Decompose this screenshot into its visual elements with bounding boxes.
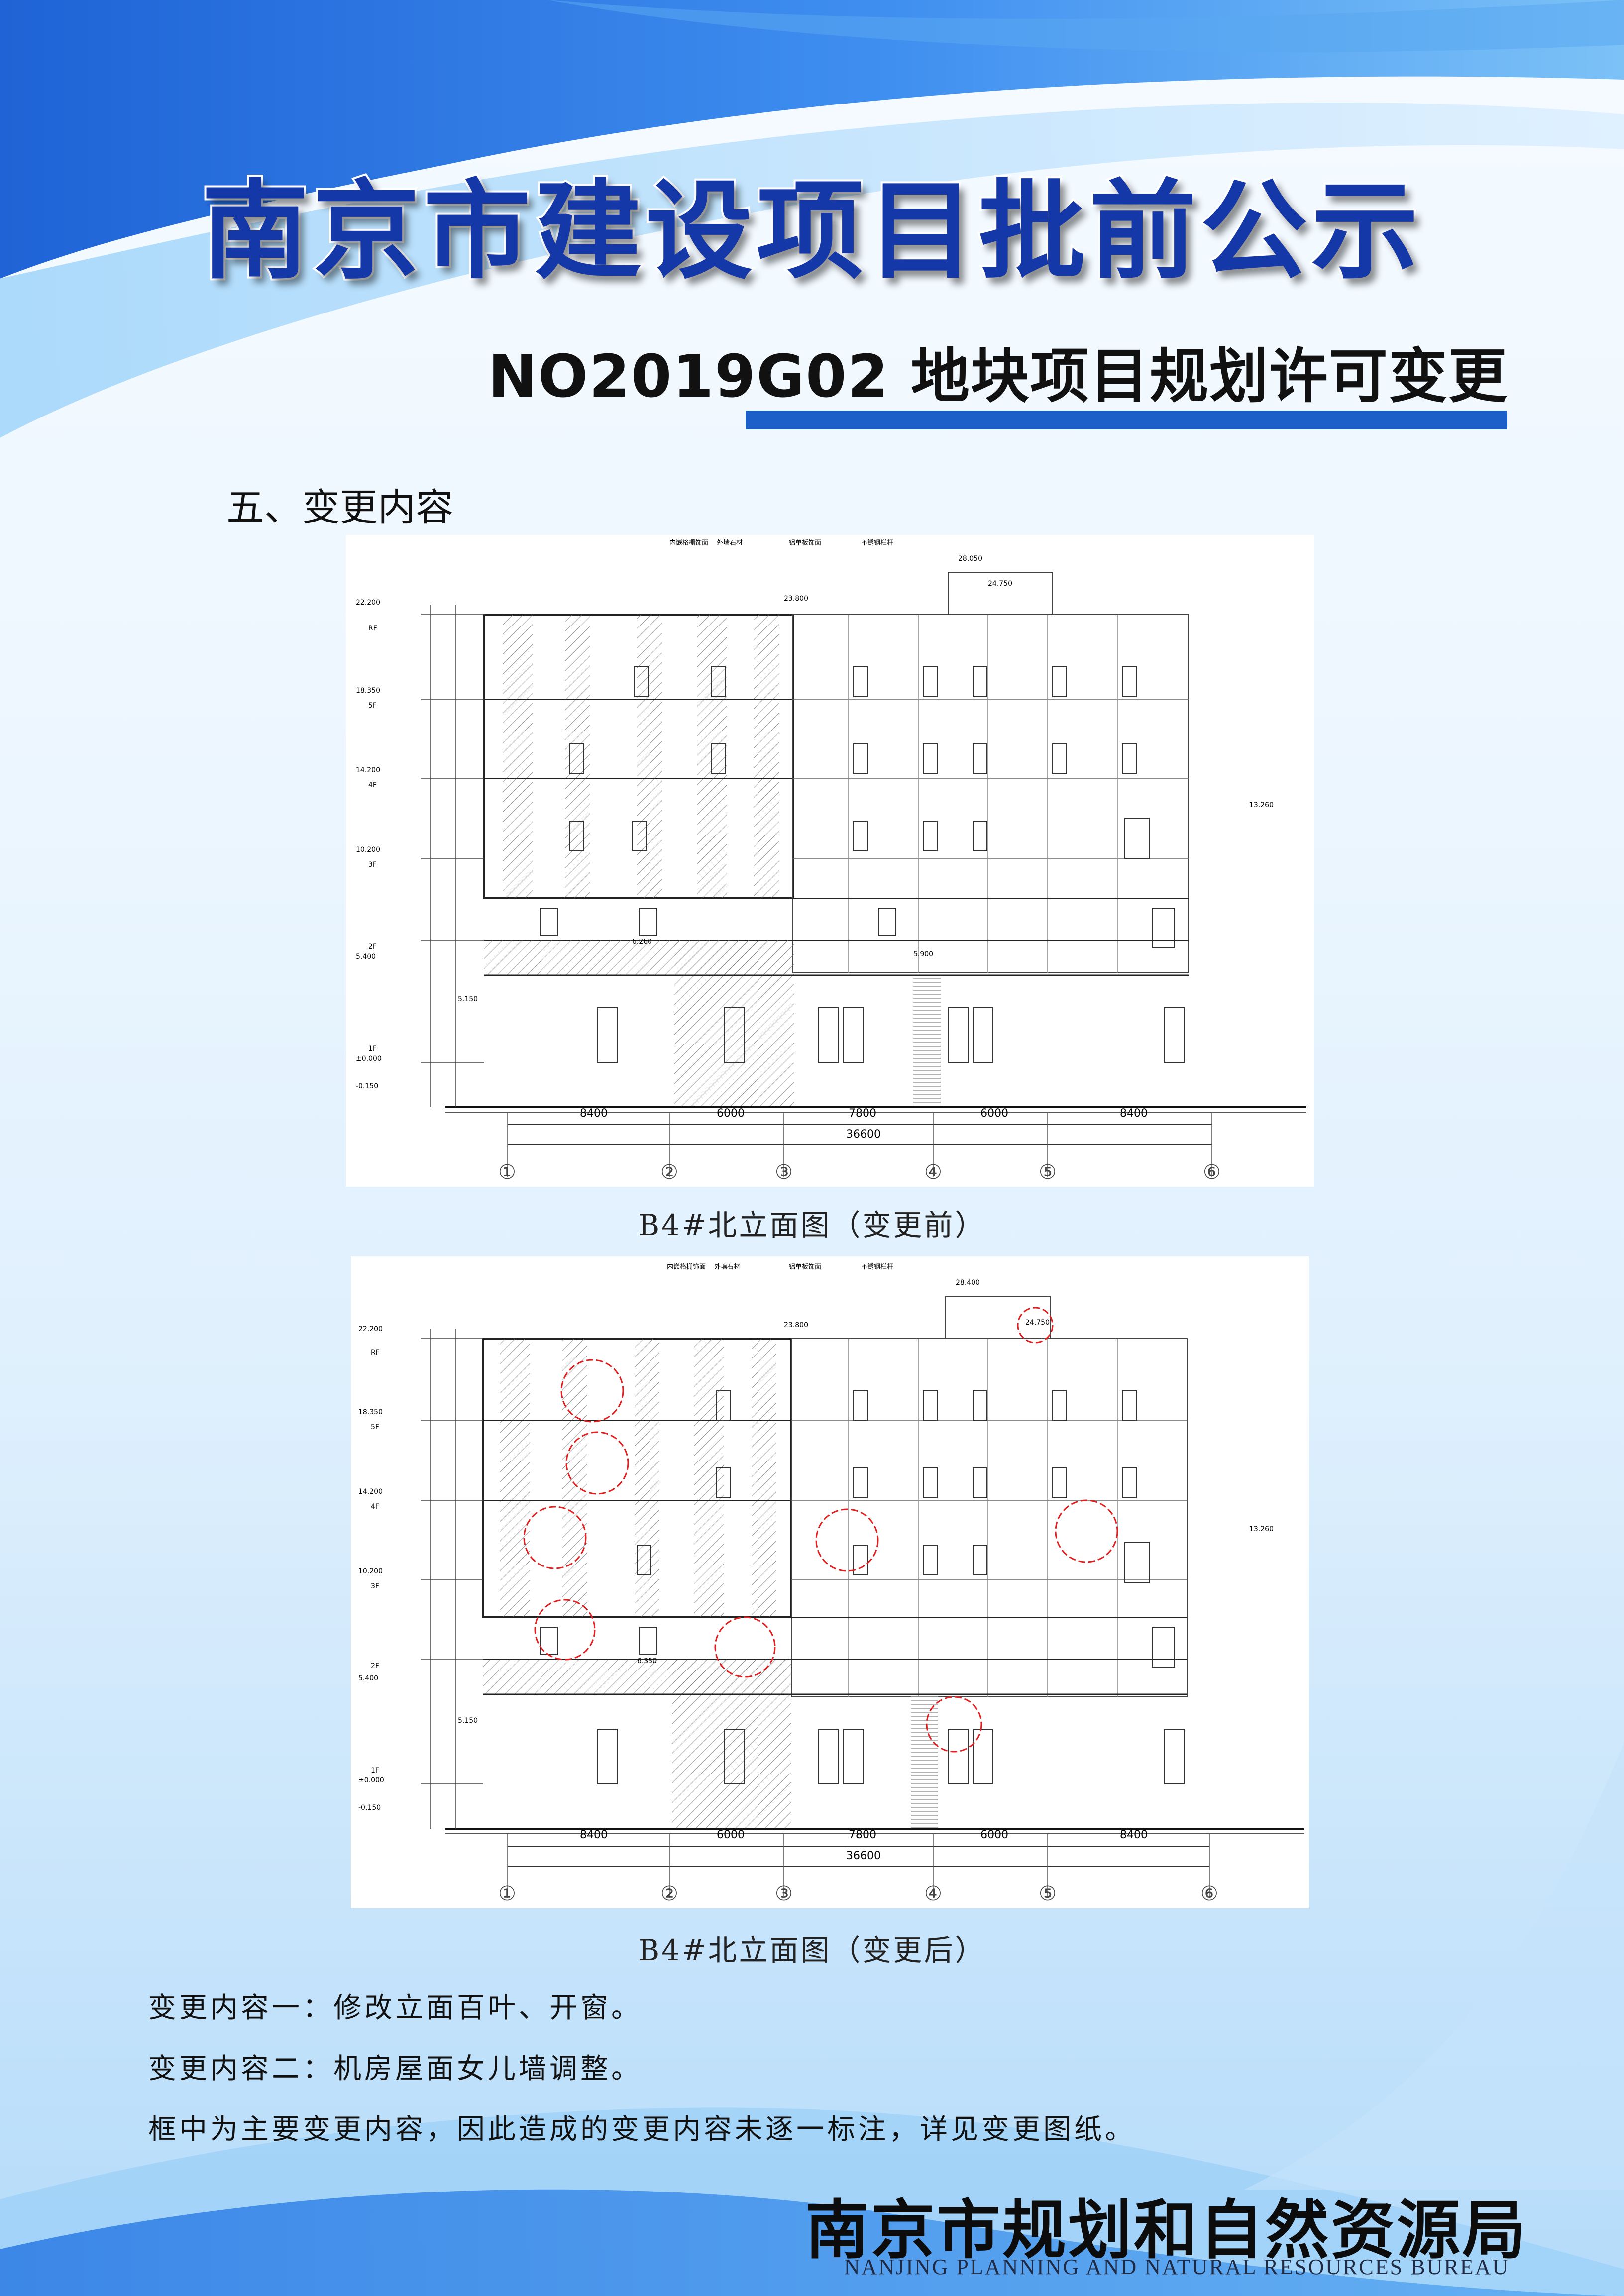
drawing-caption-before: B4#北立面图（变更前） bbox=[638, 1208, 986, 1242]
bay-width-label: 8400 bbox=[580, 1107, 608, 1120]
floor-label: 2F bbox=[368, 943, 377, 951]
elevation-label: 24.750 bbox=[1025, 1319, 1050, 1327]
elevation-label: 5.400 bbox=[358, 1674, 379, 1682]
callout-label: 不锈钢栏杆 bbox=[861, 539, 894, 547]
bay-width-label: 6000 bbox=[980, 1829, 1008, 1841]
elevation-label: 28.050 bbox=[958, 555, 982, 563]
axis-label: ① bbox=[498, 1882, 516, 1905]
callout-label: 外墙石材 bbox=[714, 1263, 741, 1271]
floor-label: RF bbox=[368, 625, 377, 632]
axis-label: ③ bbox=[775, 1161, 793, 1184]
change-note-1: 变更内容一：修改立面百叶、开窗。 bbox=[148, 1992, 642, 2024]
callout-label: 不锈钢栏杆 bbox=[861, 1263, 894, 1271]
elevation-label: 13.260 bbox=[1249, 1525, 1274, 1533]
floor-label: 3F bbox=[371, 1582, 379, 1590]
footer-org-name: 南京市规划和自然资源局 bbox=[805, 2193, 1528, 2268]
axis-label: ② bbox=[660, 1161, 678, 1184]
section-heading: 五、变更内容 bbox=[226, 485, 453, 529]
elevation-label: 22.200 bbox=[356, 599, 380, 607]
elevation-label: 10.200 bbox=[358, 1567, 383, 1575]
floor-label: 1F bbox=[371, 1767, 379, 1774]
axis-label: ⑤ bbox=[1039, 1882, 1057, 1905]
elevation-label: 6.350 bbox=[637, 1657, 657, 1665]
elevation-label: 5.150 bbox=[458, 995, 478, 1003]
elevation-label: 18.350 bbox=[358, 1408, 383, 1416]
callout-label: 内嵌格栅饰面 bbox=[669, 539, 709, 547]
elevation-label: 22.200 bbox=[358, 1325, 383, 1333]
elevation-label: 14.200 bbox=[358, 1488, 383, 1496]
floor-label: 4F bbox=[368, 781, 377, 789]
elevation-label: 23.800 bbox=[784, 1321, 808, 1329]
callout-label: 铝单板饰面 bbox=[789, 539, 822, 547]
elevation-label: 18.350 bbox=[356, 687, 380, 695]
elevation-label: 28.400 bbox=[956, 1279, 980, 1287]
elevation-label: ±0.000 bbox=[358, 1776, 384, 1784]
axis-label: ④ bbox=[924, 1882, 942, 1905]
bay-width-label: 6000 bbox=[980, 1107, 1008, 1120]
floor-label: RF bbox=[371, 1349, 380, 1357]
bay-width-label: 6000 bbox=[717, 1829, 745, 1841]
axis-label: ② bbox=[660, 1882, 678, 1905]
change-note-2: 变更内容二：机房屋面女儿墙调整。 bbox=[148, 2053, 642, 2085]
change-note-3: 框中为主要变更内容，因此造成的变更内容未逐一标注，详见变更图纸。 bbox=[148, 2113, 1136, 2146]
axis-label: ⑥ bbox=[1203, 1161, 1221, 1184]
elevation-label: ±0.000 bbox=[356, 1055, 382, 1063]
axis-label: ① bbox=[498, 1161, 516, 1184]
elevation-label: 23.800 bbox=[784, 595, 808, 603]
elevation-label: 5.400 bbox=[356, 953, 376, 961]
axis-label: ④ bbox=[924, 1161, 942, 1184]
floor-label: 5F bbox=[371, 1423, 379, 1431]
elevation-svg-after bbox=[421, 1296, 1304, 1898]
total-width-label: 36600 bbox=[846, 1850, 881, 1862]
elevation-label: 6.260 bbox=[632, 938, 652, 946]
callout-label: 铝单板饰面 bbox=[789, 1263, 822, 1271]
axis-label: ③ bbox=[775, 1882, 793, 1905]
axis-label: ⑥ bbox=[1200, 1882, 1218, 1905]
elevation-label: -0.150 bbox=[356, 1082, 379, 1090]
subtitle-underline bbox=[746, 411, 1507, 429]
axis-label: ⑤ bbox=[1039, 1161, 1057, 1184]
elevation-label: 24.750 bbox=[988, 580, 1012, 588]
footer-org-name-en: NANJING PLANNING AND NATURAL RESOURCES B… bbox=[844, 2255, 1510, 2279]
total-width-label: 36600 bbox=[846, 1128, 881, 1141]
main-title: 南京市建设项目批前公示 bbox=[200, 166, 1422, 296]
elevation-drawing-before: 8400 6000 7800 6000 8400 36600 ① ② ③ ④ ⑤… bbox=[346, 535, 1314, 1187]
floor-label: 1F bbox=[368, 1045, 377, 1053]
elevation-label: 14.200 bbox=[356, 766, 380, 774]
bay-width-label: 8400 bbox=[580, 1829, 608, 1841]
callout-label: 外墙石材 bbox=[717, 539, 743, 547]
floor-label: 4F bbox=[371, 1503, 379, 1511]
bay-width-label: 8400 bbox=[1120, 1829, 1148, 1841]
floor-label: 2F bbox=[371, 1662, 379, 1670]
floor-label: 3F bbox=[368, 861, 377, 869]
bay-width-label: 6000 bbox=[717, 1107, 745, 1120]
elevation-svg-before bbox=[421, 572, 1306, 1177]
elevation-label: 10.200 bbox=[356, 846, 380, 854]
elevation-drawing-after: 8400 6000 7800 6000 8400 36600 ① ② ③ ④ ⑤… bbox=[351, 1256, 1309, 1908]
revision-clouds bbox=[523, 1307, 1118, 1753]
bay-width-label: 7800 bbox=[849, 1107, 876, 1120]
bay-width-label: 8400 bbox=[1120, 1107, 1148, 1120]
elevation-label: 5.900 bbox=[913, 950, 934, 958]
bay-width-label: 7800 bbox=[849, 1829, 876, 1841]
callout-label: 内嵌格栅饰面 bbox=[667, 1263, 706, 1271]
elevation-label: -0.150 bbox=[358, 1804, 381, 1812]
elevation-label: 13.260 bbox=[1249, 801, 1274, 809]
floor-label: 5F bbox=[368, 702, 377, 710]
drawing-caption-after: B4#北立面图（变更后） bbox=[638, 1933, 986, 1967]
project-subtitle: NO2019G02 地块项目规划许可变更 bbox=[488, 342, 1508, 411]
elevation-label: 5.150 bbox=[458, 1717, 478, 1725]
